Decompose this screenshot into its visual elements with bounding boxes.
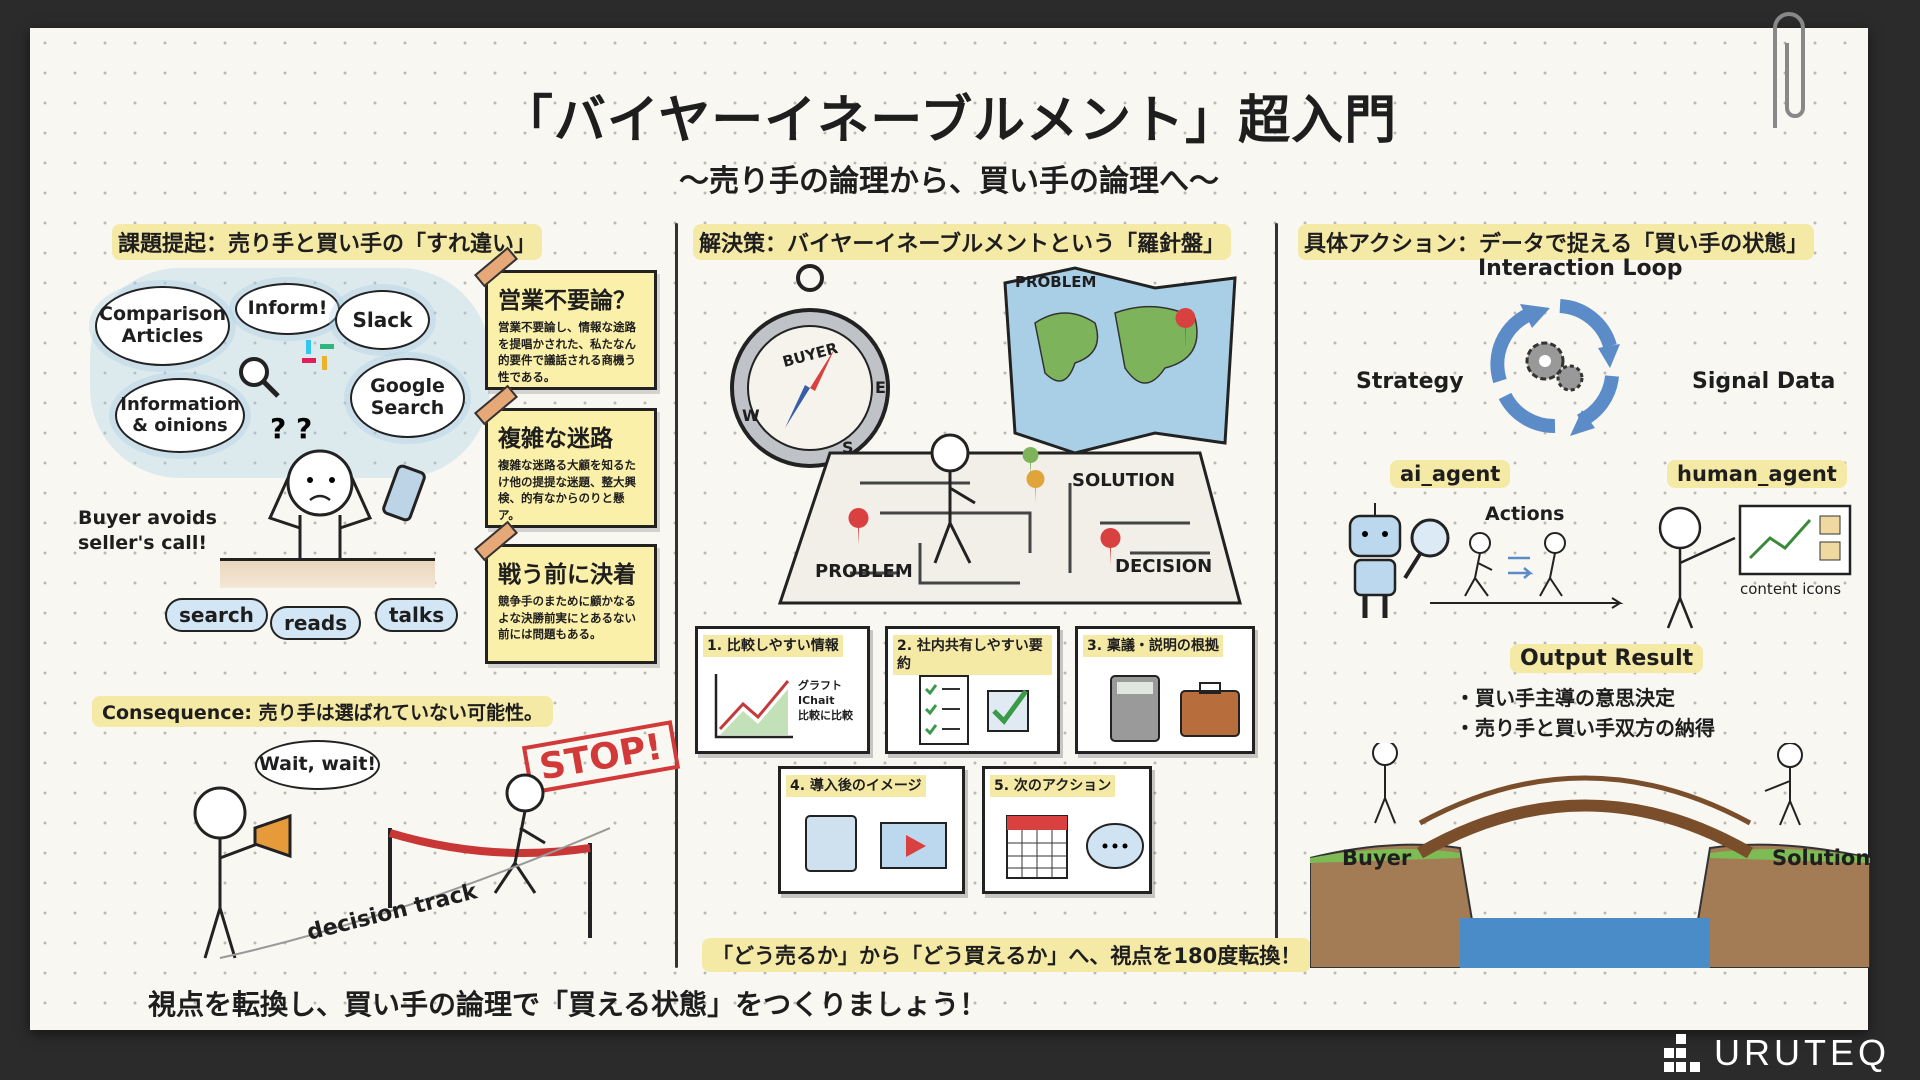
- human-agent-label: human_agent: [1667, 460, 1847, 488]
- note-card: 営業不要論？ 営業不要論し、情報な途路を提唱かされた、私たなん的要件で議話される商…: [474, 246, 657, 390]
- compass-icon: [730, 264, 890, 468]
- presenter-legs: [1666, 578, 1694, 629]
- map-pin-icon: [1175, 308, 1196, 348]
- actions-label: Actions: [1485, 503, 1565, 525]
- confused-buyer-illustration: ? ?: [267, 412, 426, 558]
- interaction-loop-icon: [1490, 299, 1620, 436]
- chart-note: グラフト: [798, 679, 842, 692]
- consequence-text: Consequence: 売り手は選ばれていない可能性。: [92, 696, 554, 727]
- bridge-illustration: [1310, 743, 1870, 968]
- cloud-comparison-articles: Comparison Articles: [95, 286, 230, 366]
- logo-mark-icon: [1664, 1034, 1700, 1072]
- strategy-label: Strategy: [1356, 369, 1464, 394]
- card-label: 5. 次のアクション: [990, 775, 1116, 798]
- seller-chasing-illustration: [193, 773, 610, 959]
- card-label: 4. 導入後のイメージ: [786, 775, 926, 798]
- cloud-google-search: Google Search: [350, 358, 465, 438]
- content-icons-label: content icons: [1740, 580, 1842, 598]
- note-title: 戦う前に決着: [498, 562, 636, 588]
- compass-east-label: E: [875, 378, 886, 397]
- infographic-sheet: 「バイヤーイネーブルメント」超入門 〜売り手の論理から、買い手の論理へ〜 課題提…: [30, 12, 1871, 1030]
- card-label: 1. 比較しやすい情報: [703, 635, 843, 658]
- card-approval-basis: 3. 稟議・説明の根拠: [1075, 626, 1255, 754]
- chart-note: IChait: [798, 693, 835, 707]
- card-label: 3. 稟議・説明の根拠: [1083, 635, 1223, 658]
- compass-west-label: W: [742, 406, 760, 425]
- map-problem-label: PROBLEM: [1015, 273, 1097, 291]
- compass-south-label: S: [842, 438, 854, 457]
- calculator-briefcase-icon: [1110, 675, 1240, 742]
- buyer-caption: Buyer avoids seller's call!: [78, 507, 217, 554]
- output-result-title: Output Result: [1510, 644, 1704, 673]
- robot-icon: [1348, 503, 1450, 618]
- solution-header: 解決策：バイヤーイネーブルメントという「羅針盤」: [693, 224, 1232, 260]
- note-title: 複雑な迷路: [498, 426, 613, 452]
- phone-icon: [382, 464, 426, 522]
- bridge-solution-label: Solution: [1772, 846, 1871, 870]
- ai-agent-label: ai_agent: [1390, 460, 1511, 488]
- gear-icon: [1556, 364, 1584, 392]
- note-body: 営業不要論し、情報な途路を提唱かされた、私たなん的要件で議話される商機う性である…: [498, 320, 636, 385]
- logo-text: URUTEQ: [1714, 1032, 1890, 1073]
- maze-illustration: [777, 433, 1242, 605]
- action-talks: talks: [375, 598, 459, 632]
- signal-data-label: Signal Data: [1692, 369, 1836, 394]
- maze-decision-label: DECISION: [1115, 556, 1213, 577]
- cloud-slack: Slack: [335, 290, 430, 350]
- interaction-loop-title: Interaction Loop: [1478, 256, 1683, 281]
- magnifier-icon: [239, 357, 280, 398]
- action-header: 具体アクション：データで捉える「買い手の状態」: [1298, 224, 1815, 260]
- wait-speech-bubble: Wait, wait!: [255, 740, 380, 790]
- calendar-chat-icon: [1006, 815, 1144, 879]
- megaphone-icon: [253, 813, 292, 859]
- action-search: search: [165, 598, 268, 632]
- chart-note: 比較に比較: [798, 708, 853, 722]
- column-divider: [675, 223, 678, 968]
- note-body: 複雑な迷路る大顧を知るたけ他の提提な迷題、整大興検、的有なからのりと懸ア。: [498, 458, 636, 523]
- card-internal-summary: 2. 社内共有しやすい要約: [885, 626, 1060, 754]
- problem-header: 課題提起：売り手と買い手の「すれ違い」: [112, 224, 543, 260]
- walking-figures-illustration: [1430, 532, 1624, 609]
- map-pin-icon: [1026, 470, 1045, 503]
- map-pin-icon: [1100, 528, 1121, 565]
- solution-conclusion: 「どう売るか」から「どう買えるか」へ、視点を180度転換！: [702, 938, 1312, 972]
- cloud-information-opinions: Information & oinions: [115, 378, 245, 453]
- note-card: 戦う前に決着競争手のまために顧かなるよな決勝前実にとあるない前には問題もある。: [474, 520, 657, 664]
- page-title: 「バイヤーイネーブルメント」超入門: [500, 91, 1398, 151]
- paperclip-icon: [1773, 12, 1805, 128]
- action-reads: reads: [270, 606, 362, 640]
- maze-solution-label: SOLUTION: [1072, 470, 1176, 491]
- map-pin-icon: [1022, 447, 1039, 477]
- slack-logo-icon: [302, 340, 334, 370]
- maze-problem-label: PROBLEM: [815, 561, 913, 582]
- note-title: 営業不要論？: [498, 288, 636, 314]
- card-label: 2. 社内共有しやすい要約: [893, 635, 1052, 676]
- cloud-inform: Inform!: [235, 283, 340, 335]
- note-body: 競争手のまために顧かなるよな決勝前実にとあるない前には問題もある。: [498, 594, 636, 642]
- output-item: ・売り手と買い手双方の納得: [1455, 716, 1715, 740]
- brand-logo: URUTEQ: [1662, 1032, 1890, 1074]
- screen-video-icon: [805, 815, 947, 872]
- presenter-illustration: [1658, 504, 1852, 578]
- map-pin-icon: [848, 508, 869, 545]
- desk: [220, 558, 435, 588]
- column-divider: [1275, 223, 1278, 968]
- world-map-illustration: [1003, 266, 1237, 455]
- card-next-action: 5. 次のアクション: [982, 766, 1152, 894]
- footer-message: 視点を転換し、買い手の論理で「買える状態」をつくりましょう！: [148, 988, 988, 1021]
- page-subtitle: 〜売り手の論理から、買い手の論理へ〜: [679, 164, 1219, 199]
- svg-text:? ?: ? ?: [270, 412, 312, 445]
- bridge-buyer-label: Buyer: [1342, 846, 1412, 870]
- checklist-icon: [919, 675, 1029, 745]
- line-chart-icon: [714, 674, 793, 739]
- card-post-adoption-image: 4. 導入後のイメージ: [778, 766, 965, 894]
- output-item: ・買い手主導の意思決定: [1455, 686, 1675, 710]
- note-card: 複雑な迷路複雑な迷路る大顧を知るたけ他の提提な迷題、整大興検、的有なからのりと懸…: [474, 384, 657, 528]
